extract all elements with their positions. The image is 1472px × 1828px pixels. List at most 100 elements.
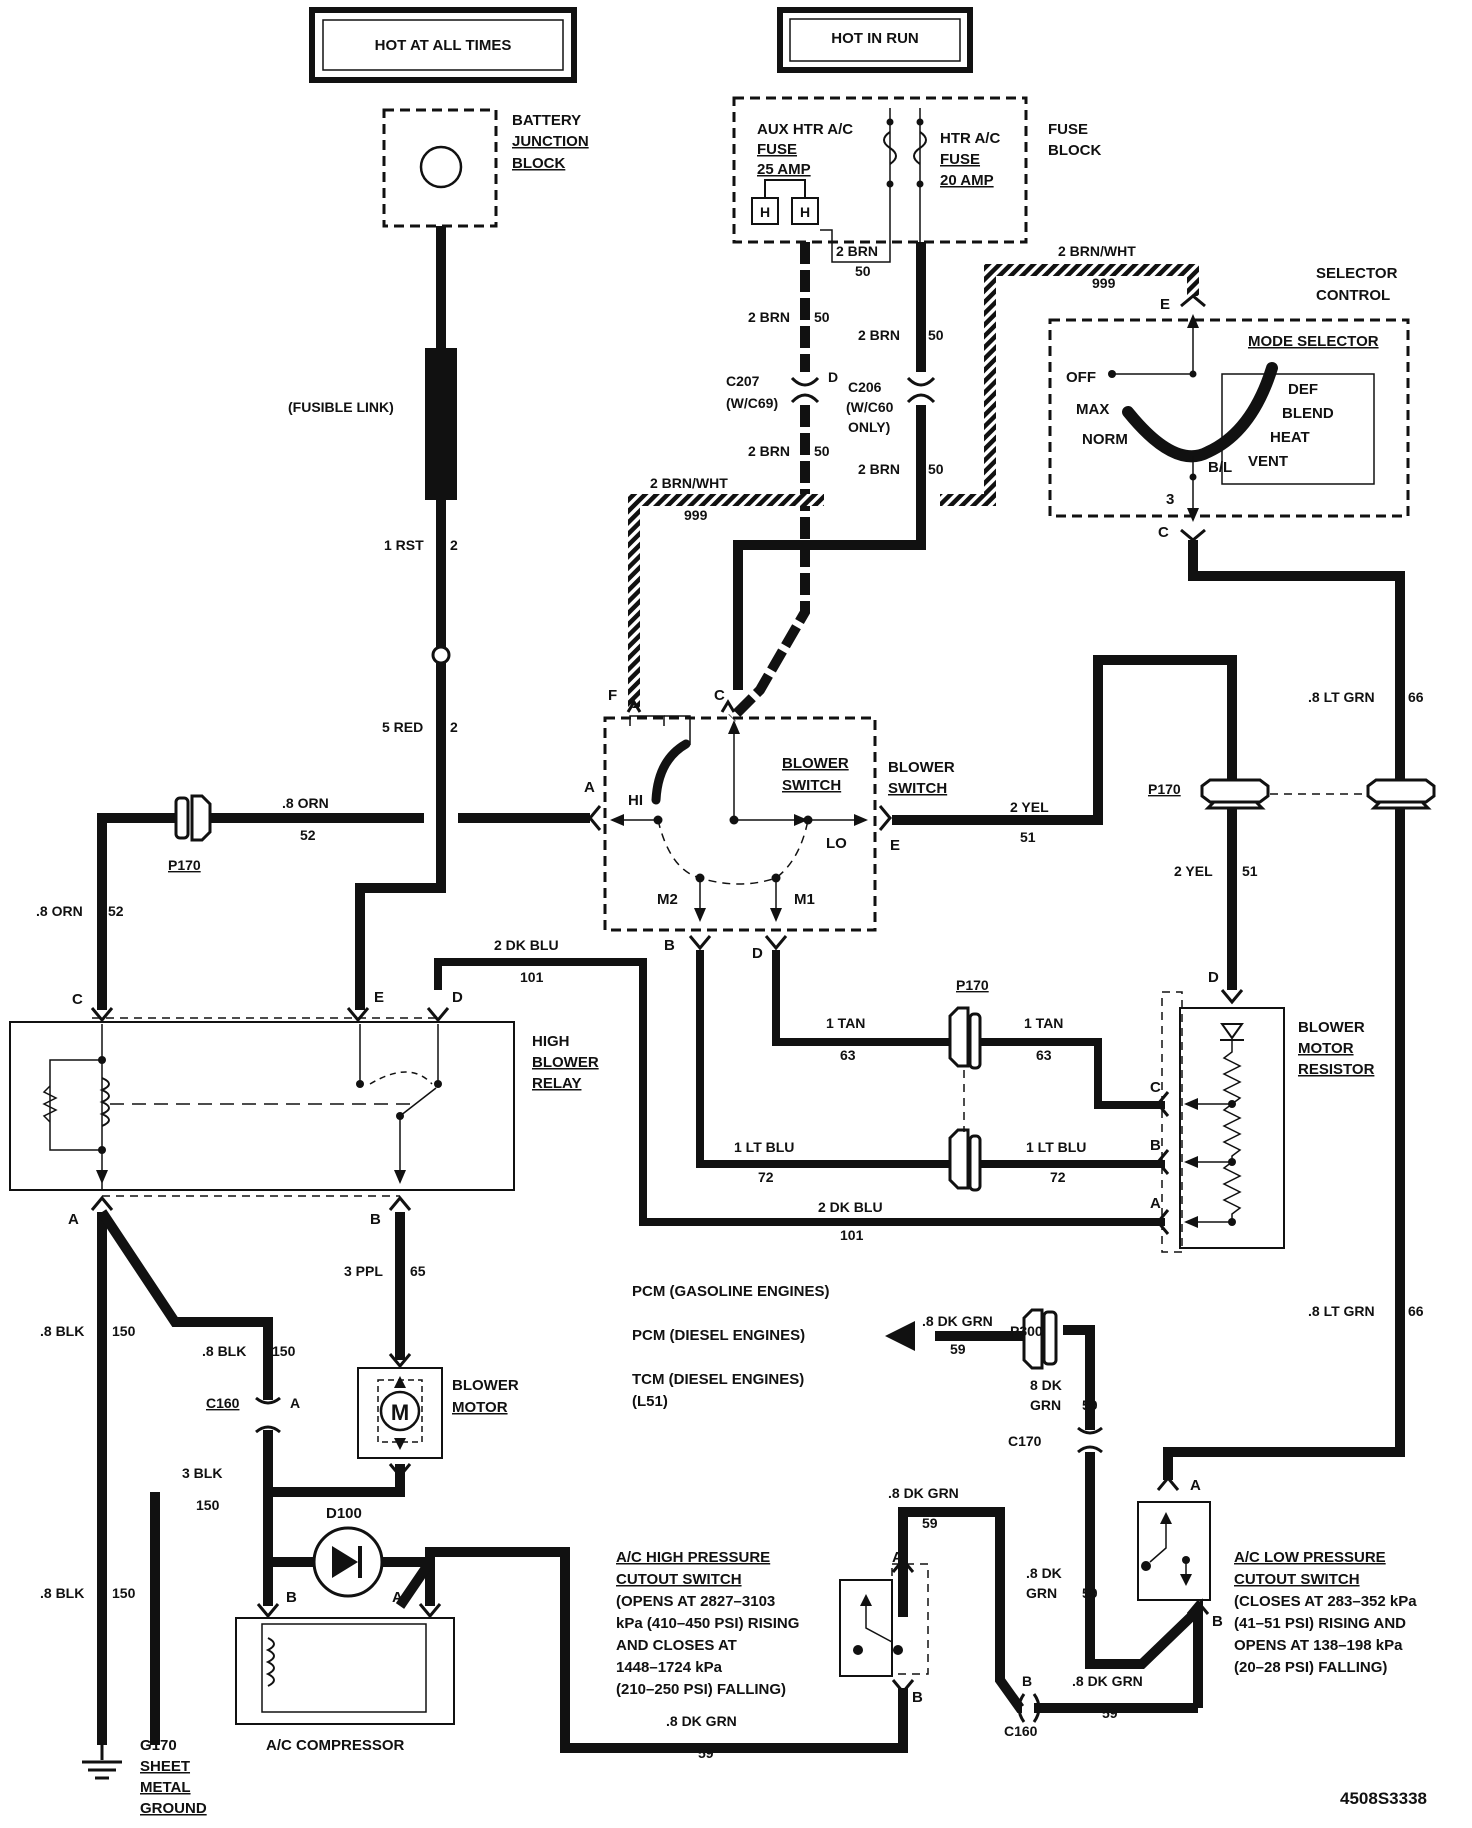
svg-text:.8 BLK: .8 BLK	[40, 1323, 84, 1339]
svg-text:D: D	[828, 369, 838, 385]
svg-text:RESISTOR: RESISTOR	[1298, 1061, 1375, 1078]
svg-text:SELECTOR: SELECTOR	[1316, 265, 1398, 282]
svg-text:72: 72	[1050, 1169, 1066, 1185]
blower-motor: M BLOWER MOTOR	[357, 1353, 519, 1479]
svg-text:B: B	[1022, 1673, 1032, 1689]
svg-text:GROUND: GROUND	[140, 1800, 207, 1817]
svg-text:G170: G170	[140, 1737, 177, 1754]
svg-text:.8 DK GRN: .8 DK GRN	[922, 1313, 993, 1329]
pcm-tcm-labels: PCM (GASOLINE ENGINES) PCM (DIESEL ENGIN…	[632, 1283, 830, 1410]
svg-text:.8 DK GRN: .8 DK GRN	[1072, 1673, 1143, 1689]
svg-text:2 BRN: 2 BRN	[748, 443, 790, 459]
wire-brn-50	[728, 242, 926, 722]
svg-text:D100: D100	[326, 1505, 362, 1522]
pcm-output-arrow	[885, 1321, 915, 1351]
svg-text:50: 50	[814, 443, 830, 459]
svg-text:2 BRN: 2 BRN	[858, 327, 900, 343]
svg-text:.8 LT GRN: .8 LT GRN	[1308, 689, 1375, 705]
svg-text:52: 52	[300, 827, 316, 843]
svg-text:P300: P300	[1010, 1323, 1043, 1339]
svg-text:25 AMP: 25 AMP	[757, 161, 811, 178]
svg-text:C: C	[714, 687, 725, 704]
svg-text:P170: P170	[168, 857, 201, 873]
svg-text:2 BRN: 2 BRN	[836, 243, 878, 259]
svg-text:999: 999	[1092, 275, 1116, 291]
svg-text:C: C	[1158, 524, 1169, 541]
svg-text:GRN: GRN	[1026, 1585, 1057, 1601]
svg-text:E: E	[1160, 296, 1170, 313]
wire-blk-150	[97, 1209, 405, 1745]
svg-text:A/C COMPRESSOR: A/C COMPRESSOR	[266, 1737, 405, 1754]
ac-high-pressure-switch: A B	[839, 1549, 929, 1706]
svg-text:B: B	[370, 1211, 381, 1228]
svg-text:BATTERY: BATTERY	[512, 112, 581, 129]
svg-text:2 BRN: 2 BRN	[858, 461, 900, 477]
svg-text:59: 59	[950, 1341, 966, 1357]
fusible-link	[425, 348, 457, 500]
svg-text:150: 150	[272, 1343, 296, 1359]
svg-text:52: 52	[108, 903, 124, 919]
blower-switch: F C HI LO BLOWER SWITCH M2 M1 A E B D BL…	[584, 687, 955, 962]
connector-c207	[790, 376, 820, 404]
wire-orn-52	[97, 813, 590, 1010]
hot-in-run-box: HOT IN RUN	[777, 7, 973, 73]
svg-text:FUSE: FUSE	[757, 141, 797, 158]
svg-text:.8 BLK: .8 BLK	[202, 1343, 246, 1359]
svg-text:1 LT BLU: 1 LT BLU	[734, 1139, 794, 1155]
wire-brn-wht-999	[628, 264, 1199, 708]
svg-text:C: C	[1150, 1079, 1161, 1096]
svg-text:A/C LOW PRESSURE: A/C LOW PRESSURE	[1234, 1549, 1386, 1566]
svg-text:HIGH: HIGH	[532, 1033, 570, 1050]
svg-text:C207: C207	[726, 373, 760, 389]
battery-junction-block: BATTERY JUNCTION BLOCK	[382, 108, 589, 228]
svg-text:59: 59	[1082, 1397, 1098, 1413]
svg-text:A: A	[584, 779, 595, 796]
svg-text:C160: C160	[206, 1395, 240, 1411]
svg-text:HEAT: HEAT	[1270, 429, 1310, 446]
svg-text:65: 65	[410, 1263, 426, 1279]
svg-text:2 DK BLU: 2 DK BLU	[818, 1199, 883, 1215]
svg-text:59: 59	[698, 1745, 714, 1761]
svg-text:2 DK BLU: 2 DK BLU	[494, 937, 559, 953]
svg-text:M1: M1	[794, 891, 815, 908]
svg-text:FUSE: FUSE	[1048, 121, 1088, 138]
figure-id: 4508S3338	[1340, 1789, 1427, 1808]
svg-text:2 BRN/WHT: 2 BRN/WHT	[650, 475, 728, 491]
svg-text:GRN: GRN	[1030, 1397, 1061, 1413]
svg-text:OFF: OFF	[1066, 369, 1096, 386]
svg-text:AUX HTR A/C: AUX HTR A/C	[757, 121, 853, 138]
svg-text:SWITCH: SWITCH	[888, 780, 947, 797]
hp-switch-note: A/C HIGH PRESSURE CUTOUT SWITCH (OPENS A…	[616, 1549, 799, 1698]
svg-text:HTR A/C: HTR A/C	[940, 130, 1000, 147]
svg-text:D: D	[1208, 969, 1219, 986]
svg-text:MOTOR: MOTOR	[1298, 1040, 1354, 1057]
svg-text:50: 50	[814, 309, 830, 325]
hot-at-all-times-box: HOT AT ALL TIMES	[309, 7, 577, 83]
svg-text:A: A	[1150, 1195, 1161, 1212]
svg-text:C206: C206	[848, 379, 882, 395]
svg-text:A: A	[290, 1395, 300, 1411]
svg-text:F: F	[608, 687, 617, 704]
svg-text:CUTOUT SWITCH: CUTOUT SWITCH	[1234, 1571, 1360, 1588]
svg-text:B: B	[1212, 1613, 1223, 1630]
svg-text:20 AMP: 20 AMP	[940, 172, 994, 189]
svg-text:2: 2	[450, 719, 458, 735]
fuse-block: AUX HTR A/C FUSE 25 AMP H H HTR A/C FUSE…	[732, 96, 1101, 279]
svg-text:M: M	[391, 1400, 409, 1425]
svg-text:TCM (DIESEL ENGINES): TCM (DIESEL ENGINES)	[632, 1371, 804, 1388]
svg-text:.8 DK: .8 DK	[1026, 1565, 1062, 1581]
connector-c160-grn	[1017, 1693, 1041, 1723]
svg-text:CONTROL: CONTROL	[1316, 287, 1390, 304]
svg-text:.8 DK GRN: .8 DK GRN	[888, 1485, 959, 1501]
wire-labels: (FUSIBLE LINK) 1 RST 2 5 RED 2 .8 ORN 52…	[36, 243, 1424, 1761]
svg-text:3 PPL: 3 PPL	[344, 1263, 383, 1279]
connector-p170-orn	[174, 794, 212, 842]
connector-p170-tan-ltblu	[948, 1006, 982, 1192]
svg-text:(210–250 PSI) FALLING): (210–250 PSI) FALLING)	[616, 1681, 786, 1698]
svg-text:A: A	[68, 1211, 79, 1228]
svg-text:SWITCH: SWITCH	[782, 777, 841, 794]
connector-c160-blk	[255, 1396, 281, 1434]
svg-text:51: 51	[1242, 863, 1258, 879]
svg-text:BLOWER: BLOWER	[532, 1054, 599, 1071]
